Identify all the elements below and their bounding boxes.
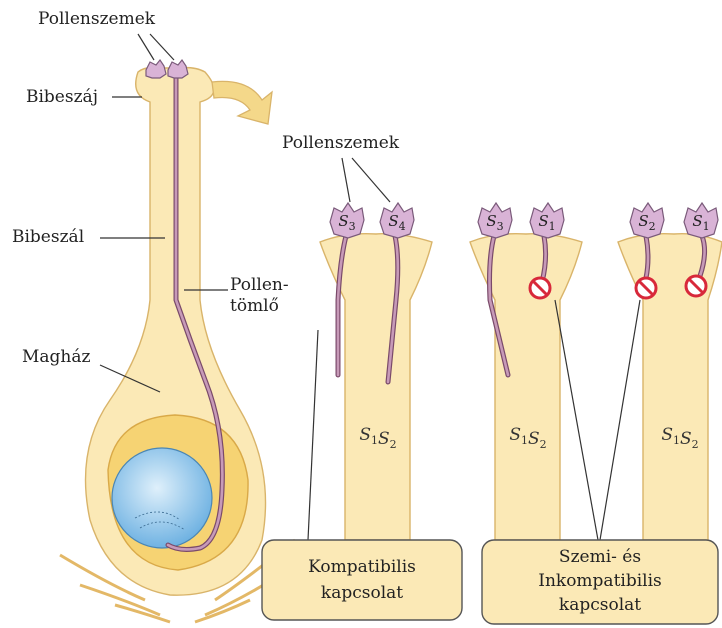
box-incompatible-line-1: Szemi- és	[559, 547, 641, 567]
box-compatible-line-1: Kompatibilis	[308, 557, 416, 577]
leader-pollen-top-b	[150, 34, 174, 60]
box-incompatible-line-3: kapcsolat	[559, 595, 641, 615]
pointer-incompatible-a	[555, 300, 598, 540]
style-section-2-body	[470, 234, 582, 540]
box-compatible: Kompatibilis kapcsolat	[262, 540, 462, 620]
label-pollen-tube-1: Pollen-	[230, 275, 289, 295]
label-ovary: Magház	[22, 347, 91, 367]
ovule	[112, 448, 212, 548]
style-section-1-body	[320, 234, 432, 540]
block-icon-3a	[636, 278, 656, 298]
box-incompatible: Szemi- és Inkompatibilis kapcsolat	[482, 540, 718, 624]
style-section-3: S2 S1 S1S2	[618, 203, 722, 540]
style-section-1: S3 S4 S1S2	[320, 203, 432, 540]
box-compatible-frame	[262, 540, 462, 620]
block-icon-3b	[686, 276, 706, 296]
leader-pollen-right-b	[352, 158, 390, 202]
style-section-2: S3 S1 S1S2	[470, 203, 582, 540]
style-section-3-body	[618, 234, 722, 540]
box-compatible-line-2: kapcsolat	[321, 583, 403, 603]
label-pollen-tube-2: tömlő	[230, 296, 279, 316]
pollen-grain-left-b	[168, 60, 188, 78]
pointer-incompatible-b	[600, 300, 640, 540]
grain-2b-sub: 1	[549, 220, 556, 233]
grain-1b-sub: 4	[399, 220, 406, 233]
pollen-grain-left-a	[146, 60, 166, 78]
grain-3b-sub: 1	[703, 220, 710, 233]
grain-2a-sub: 3	[497, 220, 504, 233]
zoom-arrow	[212, 81, 272, 124]
label-stigma: Bibeszáj	[26, 87, 98, 107]
pistil	[60, 60, 295, 622]
label-style: Bibeszál	[12, 227, 84, 247]
leader-pollen-top-a	[138, 34, 154, 60]
label-pollen-top: Pollenszemek	[38, 9, 156, 29]
block-icon-2	[530, 278, 550, 298]
pointer-compatible	[308, 330, 318, 540]
box-incompatible-line-2: Inkompatibilis	[538, 571, 662, 591]
leader-pollen-right-a	[342, 158, 350, 202]
grain-1a-sub: 3	[349, 220, 356, 233]
grain-3a-sub: 2	[649, 220, 656, 233]
label-pollen-right: Pollenszemek	[282, 133, 400, 153]
